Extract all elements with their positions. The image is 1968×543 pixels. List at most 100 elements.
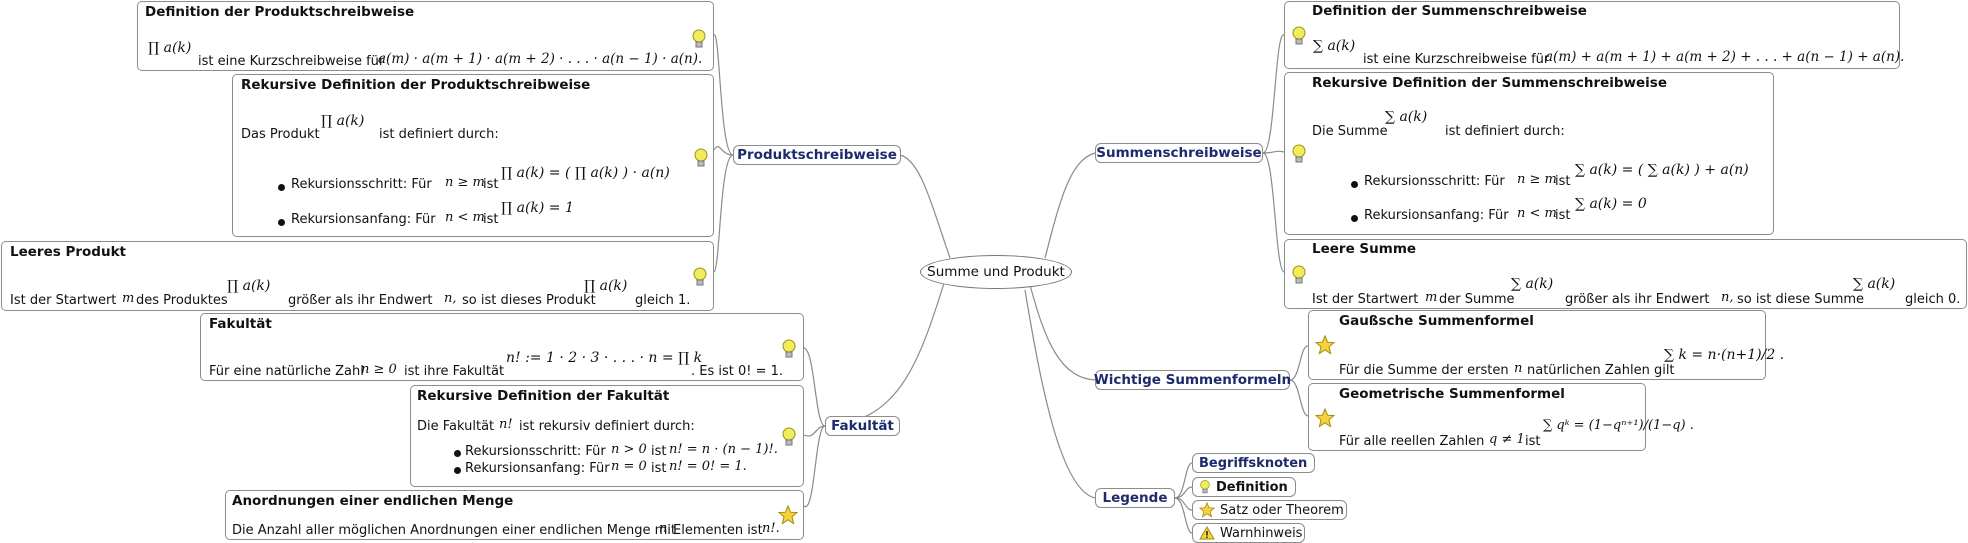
node-text: Für eine natürliche Zahl: [209, 364, 364, 379]
hub-produkt-label: Produktschreibweise: [737, 147, 897, 163]
math-cond: n > 0: [611, 442, 647, 457]
bulb-icon: [1200, 480, 1210, 494]
node-text: Rekursionsschritt: Für: [291, 177, 432, 192]
node-title: Definition der Produktschreibweise: [145, 4, 415, 20]
hub-fakultaet[interactable]: Fakultät: [825, 416, 900, 436]
bulb-icon: [693, 267, 707, 286]
bullet: [454, 467, 461, 474]
legend-label: Warnhinweis: [1220, 525, 1303, 541]
node-leeres-produkt[interactable]: Leeres Produkt Ist der Startwert m des P…: [1, 241, 714, 311]
legend-label: Definition: [1216, 479, 1288, 495]
node-anordnungen[interactable]: Anordnungen einer endlichen Menge Die An…: [225, 490, 804, 540]
node-leere-summe[interactable]: Leere Summe Ist der Startwert m der Summ…: [1284, 239, 1967, 309]
node-text: größer als ihr Endwert: [1565, 292, 1710, 307]
node-prod-definition[interactable]: Definition der Produktschreibweise ∏ a(k…: [137, 1, 714, 71]
bulb-icon: [1292, 144, 1306, 163]
node-text: ist: [1555, 208, 1571, 223]
math-m: m: [1425, 290, 1438, 305]
node-text: so ist diese Summe: [1737, 292, 1865, 307]
math-cond: n ≥ m: [1517, 172, 1557, 187]
node-text: größer als ihr Endwert: [288, 293, 433, 308]
bulb-icon: [694, 148, 708, 167]
node-sum-rekursiv[interactable]: Rekursive Definition der Summenschreibwe…: [1284, 72, 1774, 235]
star-icon: [1199, 502, 1215, 518]
node-text: Für alle reellen Zahlen: [1339, 434, 1485, 449]
math-cond: n < m: [445, 210, 485, 225]
node-text: ist ihre Fakultät: [404, 364, 505, 379]
legend-warnhinweis[interactable]: Warnhinweis: [1192, 523, 1305, 543]
node-text: gleich 0.: [1905, 292, 1961, 307]
math-n: n: [1514, 361, 1523, 376]
node-title: Rekursive Definition der Fakultät: [417, 388, 670, 404]
node-prod-rekursiv[interactable]: Rekursive Definition der Produktschreibw…: [232, 74, 714, 237]
legend-begriffsknoten[interactable]: Begriffsknoten: [1192, 453, 1315, 473]
node-text: ist definiert durch:: [1445, 124, 1565, 139]
node-text: Rekursionsschritt: Für: [1364, 174, 1505, 189]
math-cond: n ≥ m: [445, 175, 485, 190]
node-text: der Summe: [1439, 292, 1515, 307]
math-n: n,: [444, 291, 457, 306]
node-fakultaet[interactable]: Fakultät Für eine natürliche Zahl n ≥ 0 …: [200, 313, 804, 381]
bullet: [454, 450, 461, 457]
math-intro: ∏ a(k): [321, 113, 365, 129]
math-prod: ∏ a(k): [584, 278, 628, 294]
hub-wichtige-summenformeln[interactable]: Wichtige Summenformeln: [1094, 370, 1291, 390]
math-geo: ∑ qᵏ = (1−qⁿ⁺¹)/(1−q) .: [1543, 418, 1694, 433]
node-fak-rekursiv[interactable]: Rekursive Definition der Fakultät Die Fa…: [410, 385, 804, 487]
hub-fakultaet-label: Fakultät: [831, 418, 894, 434]
node-text: ist eine Kurzschreibweise für: [198, 54, 385, 69]
math-fak: n! := 1 · 2 · 3 · . . . · n = ∏ k: [506, 350, 703, 366]
math-sum: ∑ a(k): [1853, 276, 1896, 292]
node-text: Die Fakultät: [417, 419, 495, 434]
math-cond: q ≠ 1: [1489, 432, 1525, 447]
node-text: ist: [1525, 434, 1541, 449]
bullet: [1351, 181, 1358, 188]
node-title: Geometrische Summenformel: [1339, 386, 1565, 402]
bulb-icon: [1292, 26, 1306, 45]
node-text: ist rekursiv definiert durch:: [519, 419, 695, 434]
node-text: Die Summe: [1312, 124, 1388, 139]
node-title: Definition der Summenschreibweise: [1312, 3, 1587, 19]
bulb-icon: [1292, 265, 1306, 284]
node-title: Rekursive Definition der Produktschreibw…: [241, 77, 591, 93]
node-title: Fakultät: [209, 316, 272, 332]
node-text: Rekursionsanfang: Für: [1364, 208, 1509, 223]
node-text: des Produktes: [136, 293, 228, 308]
hub-produktschreibweise[interactable]: Produktschreibweise: [733, 145, 901, 165]
math-prod-lhs: ∏ a(k): [148, 40, 192, 56]
bullet: [1351, 215, 1358, 222]
node-sum-definition[interactable]: Definition der Summenschreibweise ∑ a(k)…: [1284, 1, 1904, 69]
math-anf: ∏ a(k) = 1: [501, 200, 574, 216]
node-text: Die Anzahl aller möglichen Anordnungen e…: [232, 523, 676, 538]
node-text: ist: [651, 461, 667, 476]
node-title: Leere Summe: [1312, 241, 1417, 257]
math-gauss: ∑ k = n·(n+1)/2 .: [1664, 347, 1785, 363]
star-icon: [1315, 335, 1335, 355]
math-prod-rhs: a(m) · a(m + 1) · a(m + 2) · . . . · a(n…: [378, 51, 703, 67]
node-text: Ist der Startwert: [1312, 292, 1419, 307]
center-node[interactable]: Summe und Produkt: [920, 255, 1072, 289]
legend-label: Satz oder Theorem: [1220, 502, 1344, 518]
math-sum-rhs: a(m) + a(m + 1) + a(m + 2) + . . . + a(n…: [1545, 49, 1905, 65]
legend-satz[interactable]: Satz oder Theorem: [1192, 500, 1347, 520]
node-text: so ist dieses Produkt: [462, 293, 596, 308]
node-text: ist: [483, 177, 499, 192]
node-gauss[interactable]: Gaußsche Summenformel Für die Summe der …: [1308, 310, 1784, 380]
node-text: natürlichen Zahlen gilt: [1527, 363, 1675, 378]
hub-summenschreibweise[interactable]: Summenschreibweise: [1095, 143, 1263, 163]
math-cond: n ≥ 0: [361, 362, 397, 377]
legend-definition[interactable]: Definition: [1192, 477, 1296, 497]
hub-legende-label: Legende: [1102, 490, 1168, 506]
node-text: Das Produkt: [241, 127, 320, 142]
node-geometrisch[interactable]: Geometrische Summenformel Für alle reell…: [1308, 383, 1694, 451]
math-step: ∑ a(k) = ( ∑ a(k) ) + a(n): [1575, 162, 1749, 178]
node-text: Ist der Startwert: [10, 293, 117, 308]
hub-legende[interactable]: Legende: [1095, 488, 1175, 508]
math-sum: ∑ a(k): [1511, 276, 1554, 292]
math-sum-lhs: ∑ a(k): [1313, 38, 1356, 54]
math-anf: ∑ a(k) = 0: [1575, 196, 1647, 212]
math-cond: n = 0: [611, 459, 647, 474]
math-nfak: n!: [499, 417, 513, 432]
node-text: ist eine Kurzschreibweise für: [1363, 52, 1550, 67]
node-text: Rekursionsanfang: Für: [465, 461, 610, 476]
